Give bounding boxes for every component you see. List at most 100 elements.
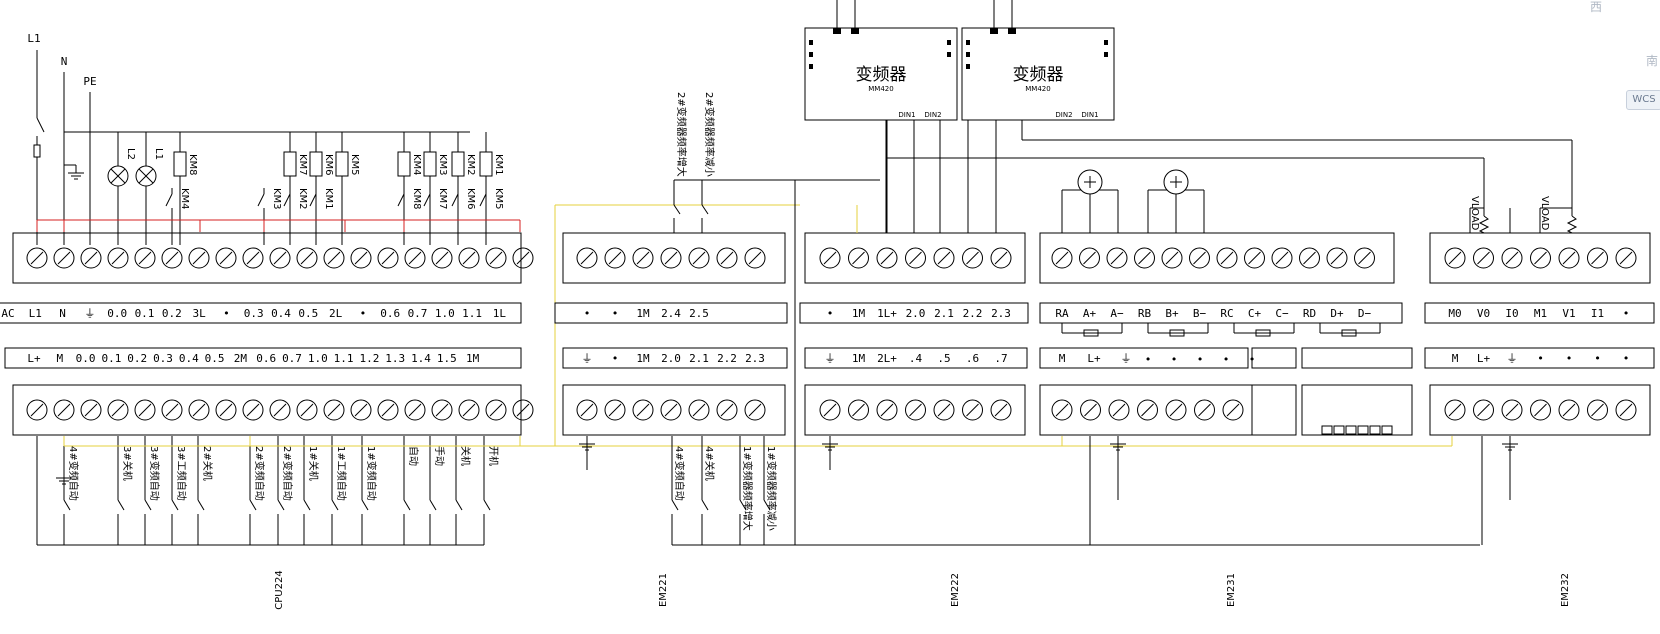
em231-bottom-labels-a — [1039, 347, 1249, 369]
cpu224-bottom-terminals-screw — [26, 399, 48, 421]
terminal-slot — [219, 403, 233, 417]
wire — [701, 499, 709, 511]
view-cube-south[interactable]: 南 — [1646, 54, 1659, 68]
vfd-din-label: DIN2 — [924, 111, 941, 119]
terminal-slot — [192, 251, 206, 265]
terminal-slot — [966, 251, 979, 265]
cpu224-top-terminals-screw — [512, 247, 534, 269]
em232-top-terminals-screw — [1615, 247, 1637, 269]
view-cube-west[interactable]: 西 — [1590, 0, 1603, 14]
power-n-label: N — [61, 55, 68, 68]
cpu224-bottom-terminals-screw — [161, 399, 183, 421]
em232-top-labels-label: V1 — [1562, 307, 1575, 320]
em231-top-labels-label: C+ — [1248, 307, 1262, 320]
cpu224-top-terminals-screw — [188, 247, 210, 269]
em222-name: EM222 — [950, 573, 961, 607]
input-switch — [403, 499, 411, 511]
cpu224-input-labels-label: 1M — [466, 352, 480, 365]
terminal-slot — [720, 251, 734, 265]
terminal-slot — [489, 251, 503, 265]
em231-bottom-terminals-screw — [1137, 399, 1158, 421]
em231-top-terminals-screw — [1271, 247, 1293, 269]
coil-label: KM1 — [493, 154, 504, 176]
em222-top-terminals-screw — [990, 247, 1012, 269]
cpu224-input-labels-label: 0.6 — [256, 352, 276, 365]
l1-switch — [36, 117, 45, 133]
cpu224-input-labels-label: 0.7 — [282, 352, 302, 365]
em222-top-terminals-screw — [848, 247, 869, 269]
cpu224-output-labels-label: 0.6 — [380, 307, 400, 320]
terminal-slot — [664, 403, 678, 417]
em232-top-labels — [1424, 302, 1655, 324]
terminal-slot — [1112, 403, 1126, 417]
cpu224-top-terminals-screw — [269, 247, 291, 269]
em221-bottom-terminals-screw — [576, 399, 598, 421]
terminal-slot — [823, 251, 837, 265]
terminal-slot — [192, 403, 206, 417]
terminal-slot — [246, 403, 260, 417]
view-cube[interactable]: 西 南 — [1590, 0, 1660, 80]
terminal-slot — [966, 403, 979, 417]
coil-label: KM2 — [465, 154, 476, 176]
em231-slot — [1251, 384, 1297, 436]
em221-bottom-labels-label: ⏚ — [582, 352, 593, 365]
em221-top-labels-label: 2.5 — [689, 307, 709, 320]
input-switch — [429, 499, 437, 511]
em222-bottom-terminals — [804, 384, 1026, 436]
wire — [701, 204, 709, 215]
vfd-din-label: DIN2 — [1055, 111, 1072, 119]
cpu224-output-labels-label: 3L — [192, 307, 206, 320]
cpu224-input-labels-label: M — [56, 352, 63, 365]
input-switch — [144, 499, 152, 511]
em232-bottom-labels-label: L+ — [1477, 352, 1491, 365]
cpu224-output-labels-label: 0.4 — [271, 307, 291, 320]
cpu224-input-label: 2#变频自动 — [253, 446, 266, 501]
cpu224-bottom-terminals-screw — [242, 399, 264, 421]
input-switch — [249, 499, 257, 511]
cpu224-input-labels-label: 0.1 — [101, 352, 121, 365]
em232-bottom-terminals-screw — [1587, 399, 1608, 421]
terminal-slot — [489, 403, 503, 417]
wcs-button[interactable]: WCS — [1626, 90, 1660, 110]
terminal-slot — [608, 403, 622, 417]
terminal-slot — [300, 251, 314, 265]
terminal-slot — [1165, 251, 1179, 265]
cpu224-top-terminals-screw — [458, 247, 480, 269]
em222-bottom-terminals-screw — [848, 399, 869, 421]
em231-bullet: • — [1223, 353, 1230, 366]
em221-top-terminals-screw — [660, 247, 682, 269]
vfd-terminal — [1008, 28, 1016, 34]
em221-top-labels-label: 2.4 — [661, 307, 681, 320]
em222-top-terminals-screw — [962, 247, 983, 269]
terminal-slot — [300, 403, 314, 417]
em222-top-labels-label: 1M — [852, 307, 866, 320]
terminal-slot — [937, 403, 951, 417]
em232-name: EM232 — [1560, 573, 1571, 607]
em231-bottom-terminals-screw — [1051, 399, 1073, 421]
shunt-resistor — [1083, 329, 1099, 337]
em221-top-labels-label: • — [612, 307, 619, 320]
cpu224-output-labels — [0, 302, 522, 324]
terminal-slot — [1055, 403, 1069, 417]
cpu224-output-labels-label: 0.2 — [162, 307, 182, 320]
em231-box — [1251, 347, 1297, 369]
cpu224-name: CPU224 — [274, 570, 285, 609]
contact-label: KM5 — [493, 188, 504, 210]
em221-top-terminals-screw — [576, 247, 598, 269]
terminal-slot — [748, 403, 762, 417]
em231-dip-box — [1301, 384, 1413, 436]
coil-label: KM3 — [437, 154, 448, 176]
em221-input-label: 4#变频自动 — [673, 446, 686, 501]
cpu224-top-terminals-screw — [431, 247, 453, 269]
em232-bottom-terminals-screw — [1473, 399, 1494, 421]
em231-bullet: • — [1145, 353, 1152, 366]
em231-top-labels-label: A− — [1110, 307, 1124, 320]
em231-top-terminals-screw — [1134, 247, 1155, 269]
em222-top-labels-label: 2.2 — [963, 307, 983, 320]
terminal-slot — [327, 251, 341, 265]
em222-bottom-labels-label: ⏚ — [825, 352, 836, 365]
em231-dip-switch — [1345, 425, 1357, 435]
cpu224-output-labels-label: 0.1 — [135, 307, 155, 320]
contact-label: KM6 — [465, 188, 476, 210]
terminal-slot — [1534, 251, 1547, 265]
